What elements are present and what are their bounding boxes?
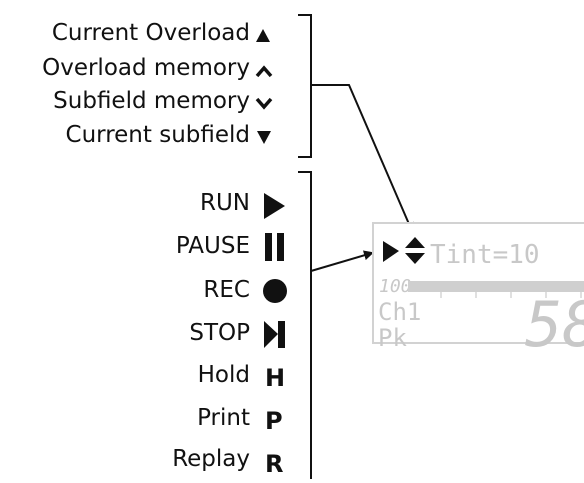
lcd-reading: 58 xyxy=(525,288,584,361)
pause-icon xyxy=(265,233,284,261)
lcd-bar-ticks xyxy=(440,292,582,298)
play-icon xyxy=(264,193,285,219)
label-run: RUN xyxy=(199,190,250,216)
lcd-level-bar xyxy=(408,281,584,292)
up-caret-icon xyxy=(255,65,273,78)
label-replay: Replay xyxy=(172,446,250,472)
filled-up-triangle-icon xyxy=(256,29,270,42)
overload-connector-arrow xyxy=(311,84,414,233)
lcd-tint: Tint=10 xyxy=(430,240,540,270)
label-current-subfield: Current subfield xyxy=(65,122,250,148)
label-stop: STOP xyxy=(189,320,250,346)
label-rec: REC xyxy=(203,277,250,303)
lcd-overload-down-icon xyxy=(405,253,425,264)
lcd-display: Tint=10 100 Ch1 Pk 58 xyxy=(372,222,584,361)
record-dot-icon xyxy=(263,279,287,303)
replay-r-icon: R xyxy=(265,450,283,478)
status-bracket xyxy=(298,171,312,479)
lcd-play-icon xyxy=(383,241,399,262)
lcd-channel: Ch1 xyxy=(378,298,421,326)
lcd-scale: 100 xyxy=(379,276,412,297)
hold-h-icon: H xyxy=(265,364,285,392)
label-print: Print xyxy=(197,405,250,431)
down-caret-icon xyxy=(255,97,273,110)
stop-icon xyxy=(264,321,285,348)
label-hold: Hold xyxy=(197,362,250,388)
lcd-mode: Pk xyxy=(378,324,407,352)
overload-bracket xyxy=(298,14,312,158)
label-subfield-memory: Subfield memory xyxy=(53,88,250,114)
filled-down-triangle-icon xyxy=(257,131,271,144)
print-p-icon: P xyxy=(265,407,283,435)
label-current-overload: Current Overload xyxy=(51,20,250,46)
label-pause: PAUSE xyxy=(175,233,250,259)
label-overload-memory: Overload memory xyxy=(42,55,250,81)
lcd-overload-up-icon xyxy=(405,237,425,248)
status-connector-arrow xyxy=(310,250,374,272)
